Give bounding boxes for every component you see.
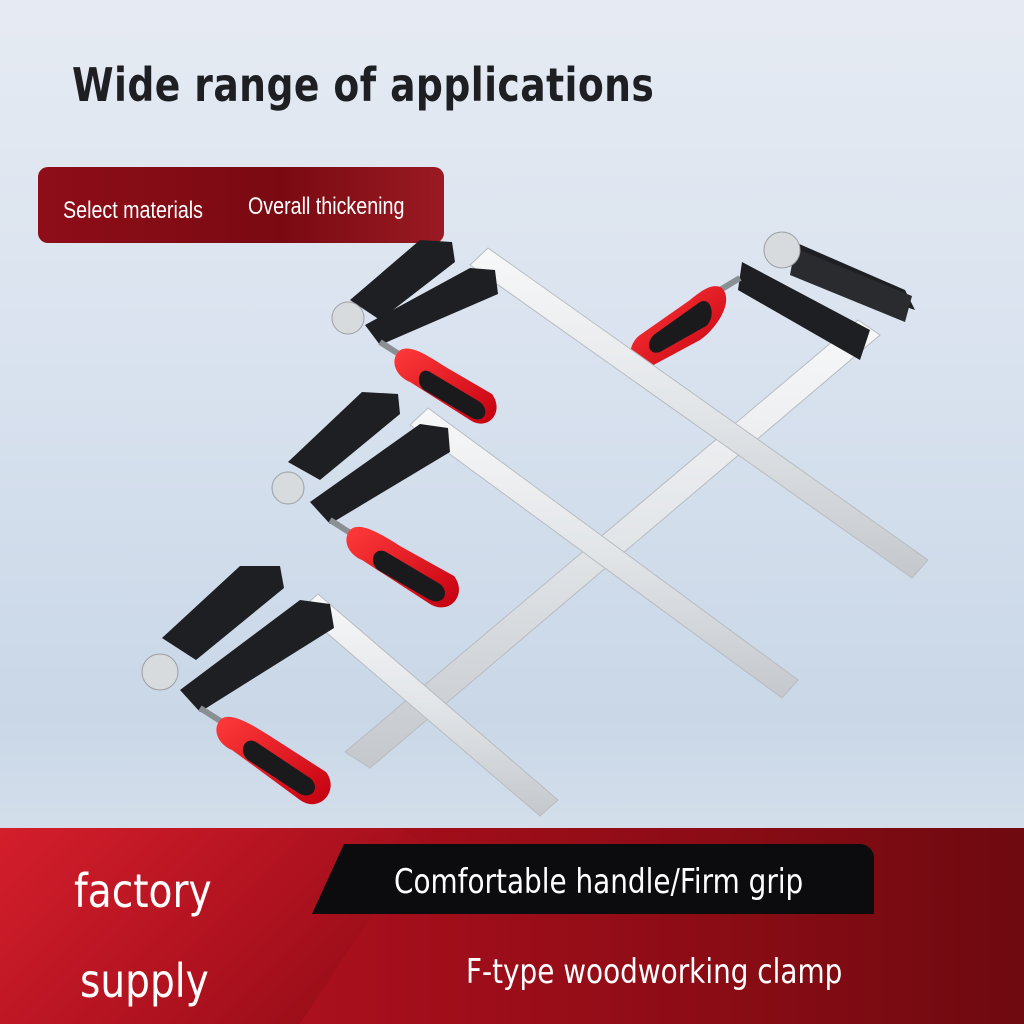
badge-right-text: Overall thickening — [248, 193, 405, 220]
clamp-middle — [271, 392, 799, 699]
factory-text: factory — [74, 864, 212, 918]
clamp-top-left — [331, 240, 929, 579]
clamp-bottom-left — [141, 566, 559, 817]
headline: Wide range of applications — [72, 58, 655, 112]
badge-left-text: Select materials — [63, 197, 204, 224]
feature-tab — [312, 844, 874, 914]
supply-text: supply — [80, 954, 209, 1008]
materials-badge: Select materials Overall thickening — [38, 167, 444, 243]
product-name-text: F-type woodworking clamp — [466, 952, 843, 992]
feature-text: Comfortable handle/Firm grip — [394, 862, 804, 902]
